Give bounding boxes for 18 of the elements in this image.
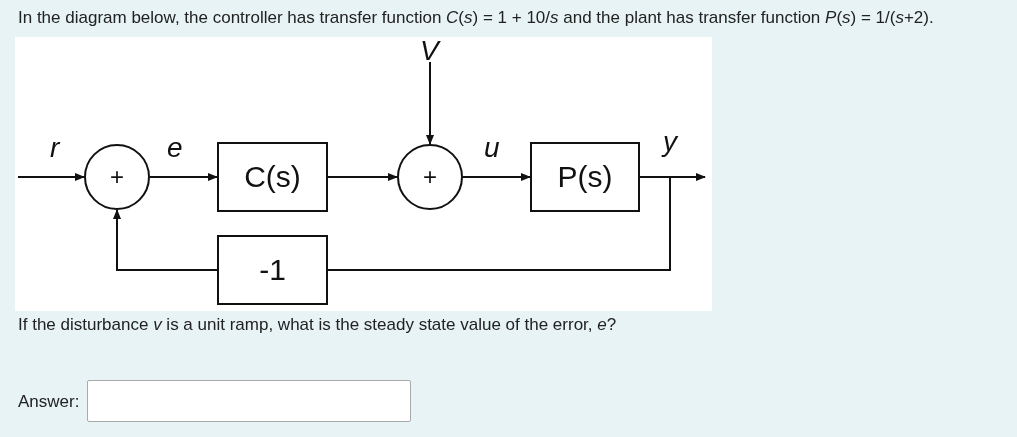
arrow <box>17 173 85 181</box>
transfer-block: P(s) <box>530 142 640 212</box>
question-text: If the disturbance v is a unit ramp, what is the steady state value of the error, e? <box>18 315 617 335</box>
edge-label: V <box>420 37 439 65</box>
arrow <box>426 61 434 145</box>
arrow <box>462 173 531 181</box>
edge-label: u <box>484 134 500 162</box>
edge-label: r <box>50 134 60 162</box>
field-label: Answer: <box>18 392 80 412</box>
edge-label: y <box>663 128 677 156</box>
question-text: In the diagram below, the controller has transfer function C(s) = 1 + 10/s and the plant has transfer function P(s) = 1/(s+2). <box>18 8 934 28</box>
transfer-block: -1 <box>217 235 328 305</box>
arrow <box>327 173 398 181</box>
arrow <box>113 209 218 271</box>
arrow <box>149 173 218 181</box>
edge-label: e <box>167 134 183 162</box>
connector-line <box>327 176 671 271</box>
transfer-block: C(s) <box>217 142 328 212</box>
